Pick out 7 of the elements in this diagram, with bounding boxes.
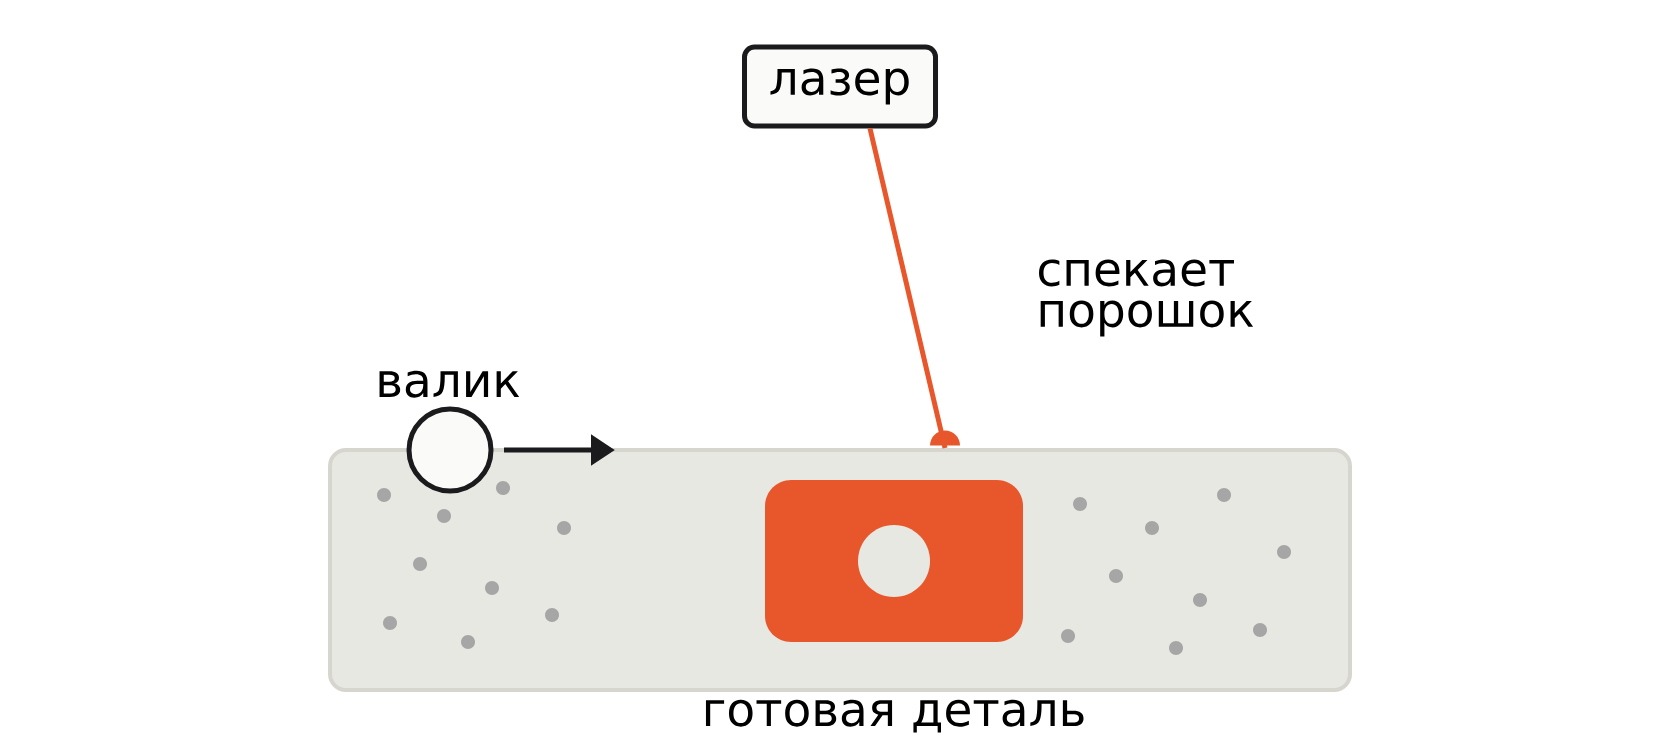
roller-circle	[406, 406, 494, 494]
label-box: лазер	[742, 44, 938, 129]
node-caption: валик	[379, 370, 520, 398]
part-shape	[765, 480, 1023, 642]
annotation-text: спекает порошок	[1039, 259, 1254, 337]
node-caption: готовая деталь	[705, 699, 1084, 733]
laser-beam	[867, 127, 960, 449]
